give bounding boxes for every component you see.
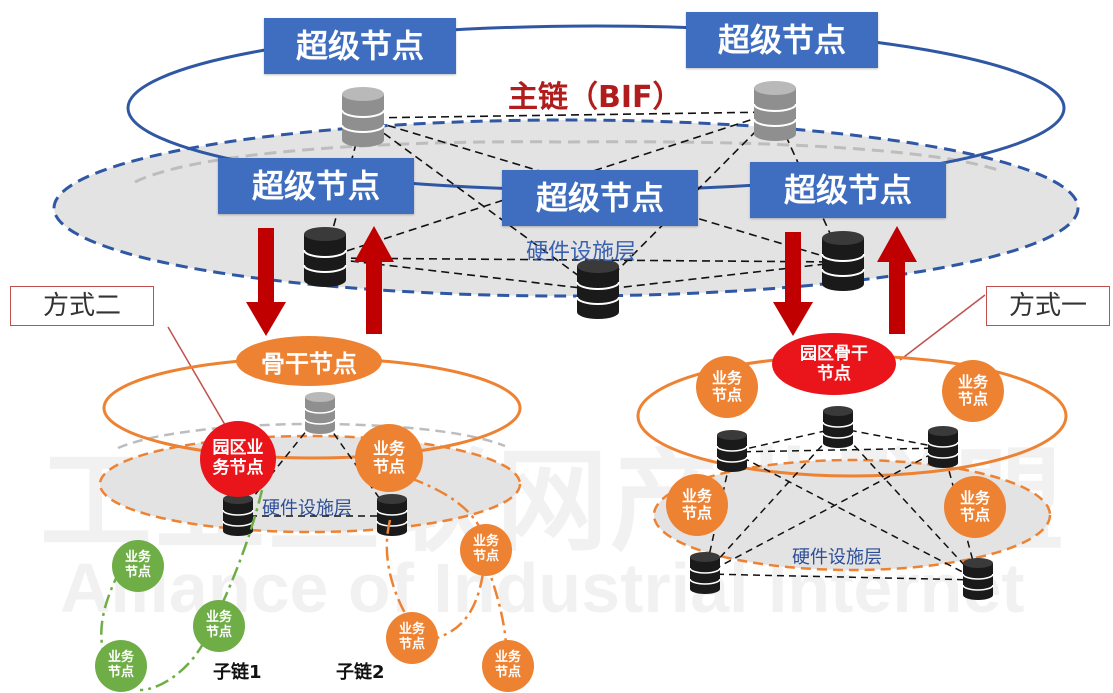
main-chain-label: 主链（BIF）: [508, 80, 683, 115]
sub-chain-1-node-b: 业务 节点: [193, 600, 245, 652]
super-node-mid-right: 超级节点: [750, 162, 946, 218]
method-one-box: 方式一: [986, 286, 1110, 326]
main-db-bottom-center: [576, 258, 620, 320]
sub-chain-2-node-a: 业务 节点: [460, 524, 512, 576]
right-hardware-layer-label: 硬件设施层: [792, 547, 882, 568]
right-db-bottom-left: [689, 551, 721, 595]
sub-chain-2-label: 子链2: [336, 662, 385, 683]
main-db-top-right: [753, 80, 797, 142]
left-business-node: 业务 节点: [355, 424, 423, 492]
left-db-right: [376, 493, 408, 537]
left-db-left: [222, 493, 254, 537]
right-business-node-top-right: 业务 节点: [942, 360, 1004, 422]
right-db-bottom-right: [962, 557, 994, 601]
left-hardware-layer-label: 硬件设施层: [262, 498, 352, 519]
sub-chain-2-node-c: 业务 节点: [482, 640, 534, 692]
sub-chain-1-label: 子链1: [213, 662, 262, 683]
main-db-top-left: [341, 86, 385, 148]
right-mesh: [704, 427, 979, 581]
right-business-node-top-left: 业务 节点: [696, 356, 758, 418]
arrow-down-right: [773, 232, 813, 336]
right-db-right: [927, 425, 959, 469]
sub-chain-2-node-b: 业务 节点: [386, 612, 438, 664]
sub-chain-1-node-a: 业务 节点: [112, 540, 164, 592]
super-node-top-right: 超级节点: [686, 12, 878, 68]
arrow-up-right: [877, 226, 917, 334]
right-park-backbone-node: 园区骨干 节点: [772, 333, 896, 395]
arrow-down-left: [246, 228, 286, 336]
main-db-bottom-right: [821, 230, 865, 292]
right-db-top: [822, 405, 854, 449]
super-node-mid-center: 超级节点: [502, 170, 698, 226]
super-node-top-left: 超级节点: [264, 18, 456, 74]
sub-chain-1-node-c: 业务 节点: [95, 640, 147, 692]
left-backbone-node: 骨干节点: [236, 336, 382, 386]
left-db-top: [304, 391, 336, 435]
super-node-mid-left: 超级节点: [218, 158, 414, 214]
right-business-node-bottom-right: 业务 节点: [944, 476, 1006, 538]
hardware-layer-back-edge: [134, 140, 999, 184]
method-two-connector: [167, 326, 229, 431]
main-db-bottom-left: [303, 226, 347, 288]
right-business-node-bottom-left: 业务 节点: [666, 474, 728, 536]
method-one-connector: [899, 294, 986, 361]
main-hardware-layer-label: 硬件设施层: [526, 240, 637, 265]
left-park-business-node: 园区业 务节点: [200, 421, 276, 497]
arrows: [246, 226, 917, 336]
right-db-left: [716, 429, 748, 473]
arrow-up-left: [354, 226, 394, 334]
method-two-box: 方式二: [10, 286, 154, 326]
